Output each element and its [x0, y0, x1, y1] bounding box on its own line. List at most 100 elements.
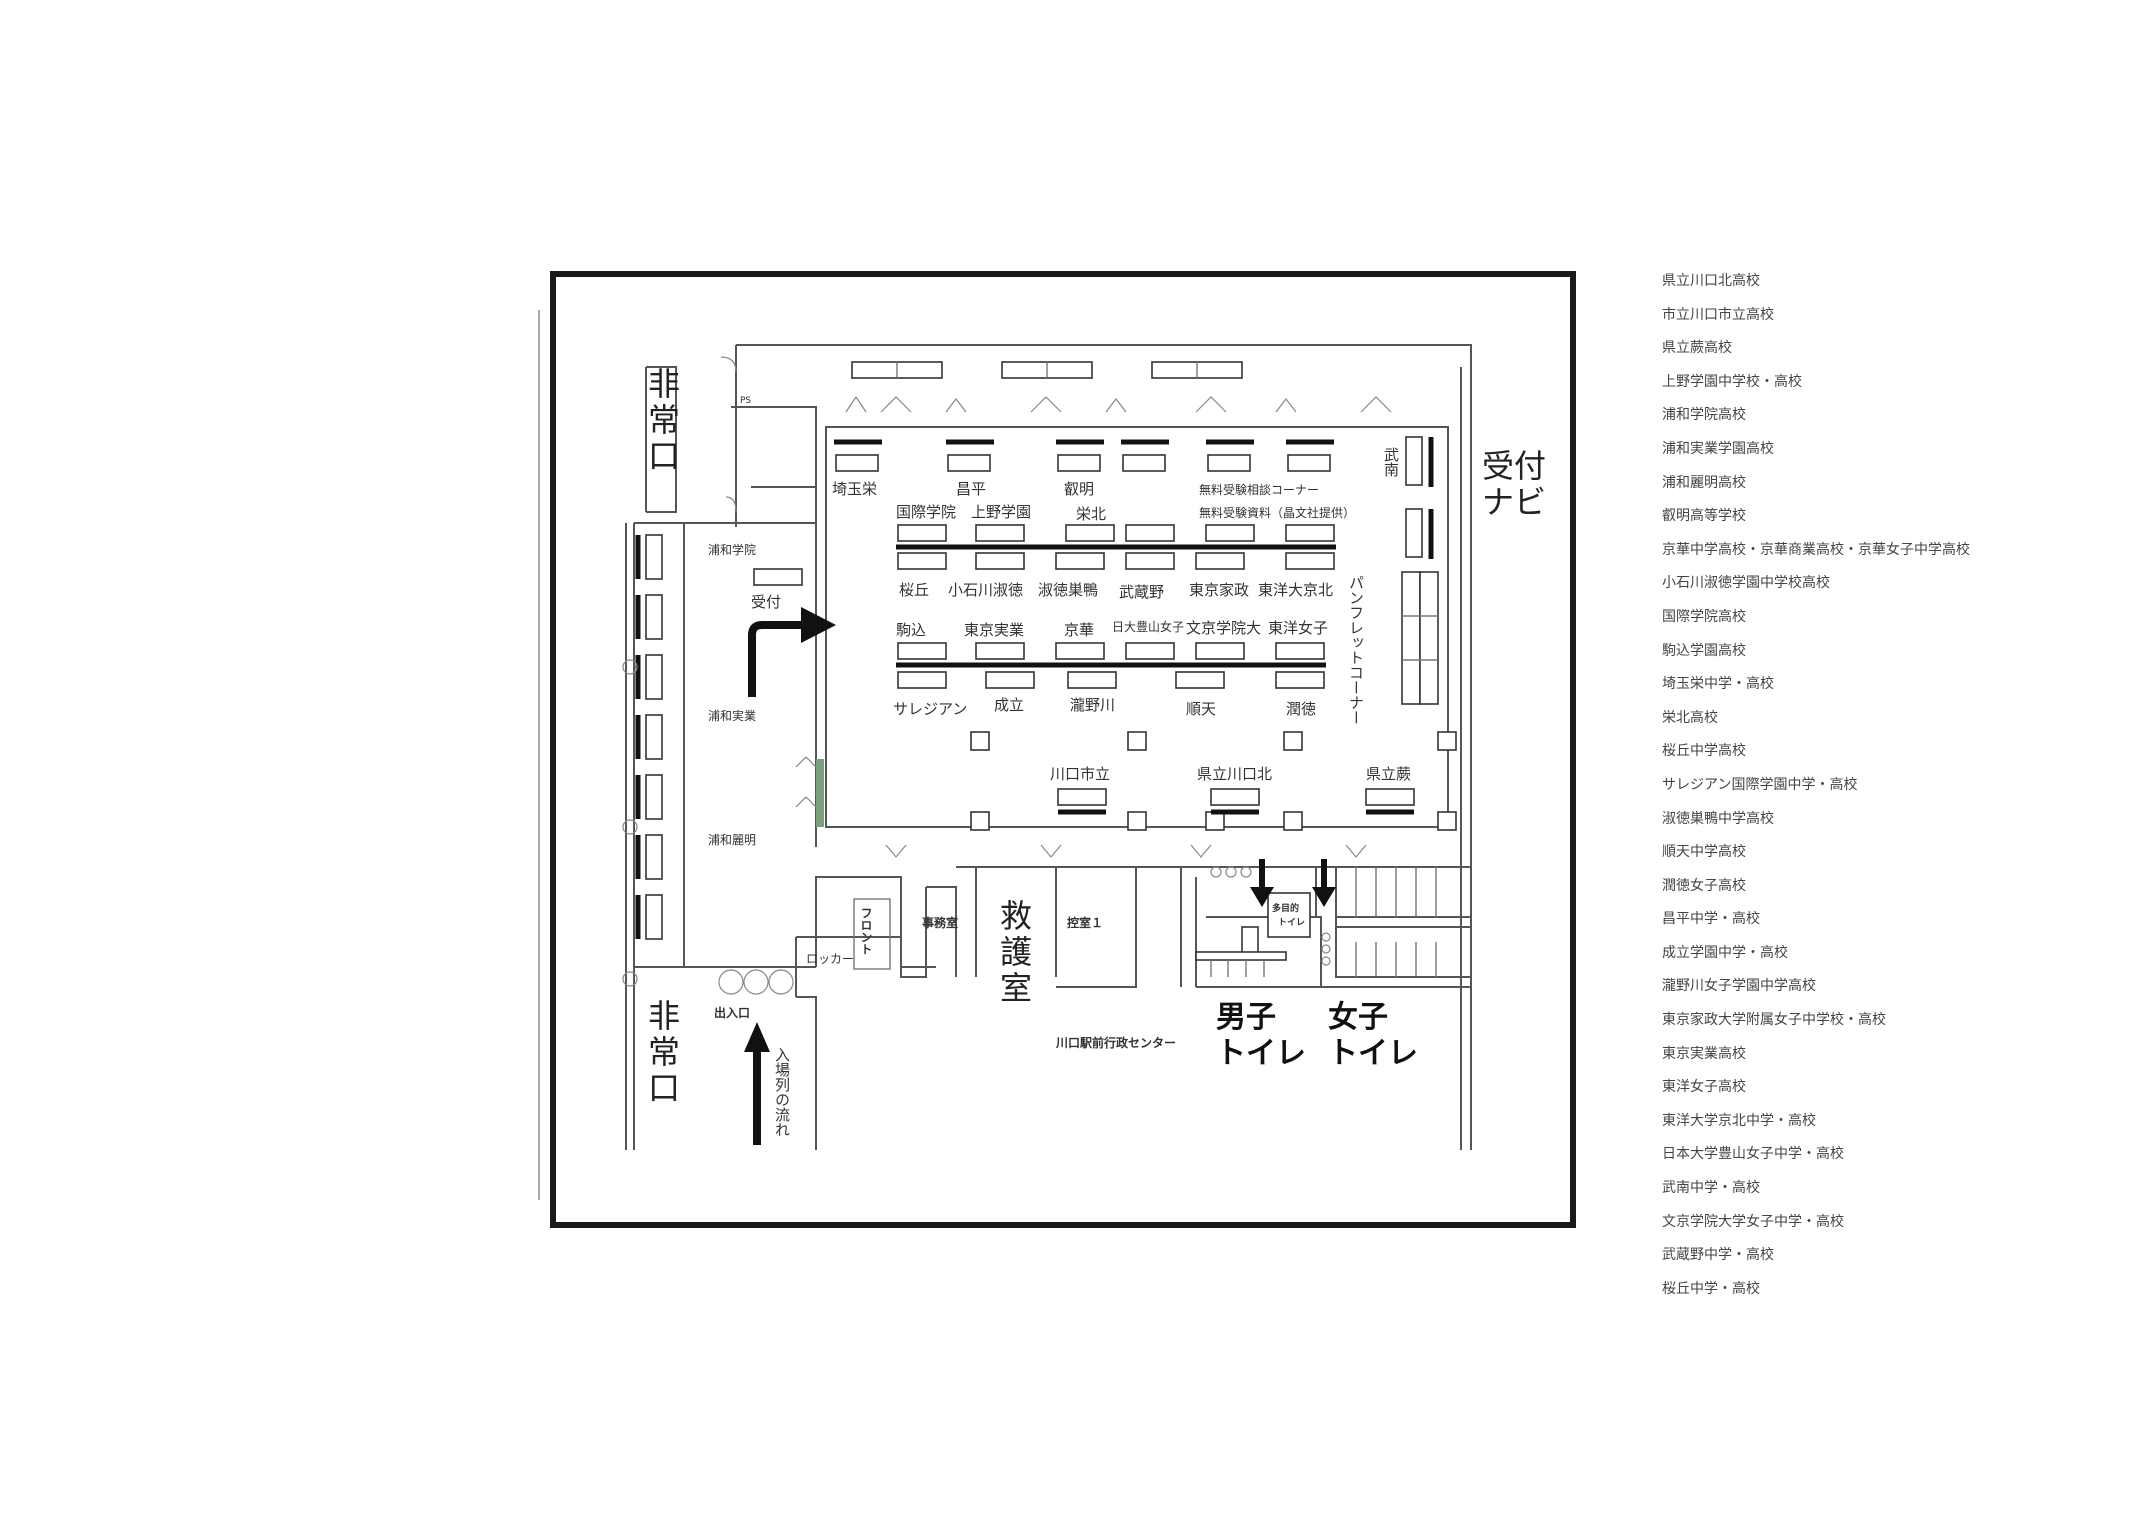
booth-komagome: 駒込 — [896, 621, 926, 639]
school-list-item: 県立蕨高校 — [1662, 340, 1732, 357]
multipurpose-toilet-line-2: トイレ — [1278, 917, 1305, 928]
school-list-item: 埼玉栄中学・高校 — [1662, 676, 1774, 693]
school-list-item: 桜丘中学高校 — [1662, 743, 1746, 760]
multipurpose-toilet-line-1: 多目的 — [1272, 902, 1299, 914]
emergency-exit-top-line-3: 口 — [648, 437, 680, 475]
school-list-item: 京華中学高校・京華商業高校・京華女子中学高校 — [1662, 541, 1970, 558]
floor-map-drawing: PS 埼玉栄 昌 — [622, 344, 1546, 1150]
first-aid-line-2: 護 — [1000, 933, 1032, 971]
school-list-item: 淑徳巣鴨中学高校 — [1662, 810, 1774, 827]
office-room: 事務室 — [922, 915, 958, 930]
left-corridor-tables — [622, 534, 663, 987]
booth-toyo-joshi: 東洋女子 — [1268, 619, 1328, 637]
school-list-item: 武南中学・高校 — [1662, 1180, 1760, 1197]
school-list-item: 栄北高校 — [1662, 709, 1718, 726]
booth-junten: 順天 — [1186, 700, 1216, 718]
pamphlet-corner: パンフレットコーナー — [1347, 575, 1365, 725]
first-aid-line-3: 室 — [1000, 969, 1032, 1007]
school-list-item: 浦和実業学園高校 — [1662, 440, 1774, 457]
womens-toilet-line-1: 女子 — [1328, 1000, 1388, 1035]
booth-seiritsu: 成立 — [994, 696, 1024, 714]
booth-tokyo-jitsugyo: 東京実業 — [964, 621, 1024, 639]
locker-room: ロッカー — [806, 952, 854, 966]
school-list-item: 上野学園中学校・高校 — [1662, 373, 1802, 390]
outer-margin-line — [538, 310, 540, 1200]
booth-eihoku: 栄北 — [1076, 505, 1106, 523]
toilet-arrow-left-head — [1250, 887, 1274, 907]
school-list-item: 国際学院高校 — [1662, 608, 1746, 625]
reception-desk — [753, 568, 803, 586]
school-list-item: 東京実業高校 — [1662, 1045, 1746, 1062]
mens-toilet-line-2: トイレ — [1216, 1036, 1306, 1071]
admin-center: 川口駅前行政センター — [1055, 1035, 1176, 1050]
windows: PS — [740, 361, 1243, 406]
school-list-item: 駒込学園高校 — [1662, 642, 1746, 659]
school-list-item: 桜丘中学・高校 — [1662, 1280, 1760, 1297]
booth-sakuragaoka: 桜丘 — [899, 581, 929, 599]
school-list: 県立川口北高校市立川口市立高校県立蕨高校上野学園中学校・高校浦和学院高校浦和実業… — [1662, 265, 1970, 1306]
school-list-item: 日本大学豊山女子中学・高校 — [1662, 1146, 1844, 1163]
queue-flow-arrowhead — [744, 1022, 770, 1052]
right-side-tables — [1401, 436, 1439, 705]
school-list-item: 東洋大学京北中学・高校 — [1662, 1112, 1816, 1129]
reception-label: 受付 — [751, 593, 781, 611]
booth-takinogawa: 瀧野川 — [1070, 696, 1115, 714]
booth-musashino: 武蔵野 — [1119, 583, 1164, 601]
booth-kawaguchi-shiritsu: 川口市立 — [1050, 765, 1110, 783]
booth-urawa-reimei: 浦和麗明 — [708, 833, 756, 847]
booth-ueno-gakuen: 上野学園 — [971, 503, 1031, 521]
mens-toilet-line-1: 男子 — [1216, 1000, 1276, 1035]
waiting-room: 控室１ — [1067, 915, 1103, 930]
front-desk: フロント — [859, 907, 873, 955]
school-list-item: 潤徳女子高校 — [1662, 877, 1746, 894]
booth-row-3 — [896, 642, 1326, 689]
toilet-arrow-right-head — [1312, 887, 1336, 907]
booth-eimei: 叡明 — [1064, 480, 1094, 498]
floor-map: PS 埼玉栄 昌 — [550, 271, 1576, 1228]
booth-koishikawa-shukutoku: 小石川淑徳 — [948, 581, 1023, 599]
emergency-exit-top-line-1: 非 — [648, 365, 680, 403]
reception-navi-line-2: ナビ — [1482, 483, 1546, 521]
entry-route-arrowhead — [801, 607, 836, 643]
booth-nichidai-buzan: 日大豊山女子 — [1112, 619, 1184, 634]
booth-juntoku: 潤徳 — [1286, 700, 1316, 718]
womens-toilet-line-2: トイレ — [1328, 1036, 1418, 1071]
pillars — [970, 731, 1457, 831]
booth-tokyo-kasei: 東京家政 — [1189, 581, 1249, 599]
booth-row-2 — [896, 524, 1336, 570]
emergency-exit-bottom-line-3: 口 — [648, 1069, 680, 1107]
entrance-label: 出入口 — [714, 1005, 750, 1020]
booth-urawa-gakuin: 浦和学院 — [708, 542, 756, 557]
booth-keika: 京華 — [1064, 621, 1094, 639]
booth-kokusai-gakuin: 国際学院 — [896, 503, 956, 521]
booth-kenritsu-warabi: 県立蕨 — [1366, 765, 1411, 783]
school-list-item: 県立川口北高校 — [1662, 273, 1760, 289]
school-list-item: 市立川口市立高校 — [1662, 306, 1774, 323]
school-list-item: 叡明高等学校 — [1662, 508, 1746, 525]
first-aid-line-1: 救 — [1000, 897, 1032, 935]
doors — [718, 356, 1392, 995]
emergency-exit-bottom-line-2: 常 — [648, 1033, 680, 1071]
booth-kenritsu-kawaguchi-kita: 県立川口北 — [1197, 765, 1272, 783]
queue-flow-label: 入場列の流れ — [773, 1047, 791, 1137]
school-list-item: 小石川淑徳学園中学校高校 — [1662, 575, 1830, 592]
school-list-item: 浦和麗明高校 — [1662, 474, 1746, 491]
green-door — [816, 759, 824, 827]
emergency-exit-bottom-line-1: 非 — [648, 997, 680, 1035]
school-list-item: 順天中学高校 — [1662, 844, 1746, 861]
emergency-exit-top-line-2: 常 — [648, 401, 680, 439]
ps-label: PS — [740, 396, 751, 406]
school-list-item: 東洋女子高校 — [1662, 1079, 1746, 1096]
booth-urawa-jitsugyo: 浦和実業 — [708, 708, 756, 723]
reception-navi-line-1: 受付 — [1482, 447, 1546, 485]
booth-saitama-sakae: 埼玉栄 — [832, 480, 877, 498]
school-list-item: 文京学院大学女子中学・高校 — [1662, 1213, 1844, 1230]
booth-free-materials: 無料受験資料（晶文社提供） — [1199, 505, 1355, 520]
booth-shohei: 昌平 — [956, 480, 986, 498]
booth-toyo-keihoku: 東洋大京北 — [1258, 581, 1333, 599]
school-list-item: 瀧野川女子学園中学高校 — [1662, 978, 1816, 995]
booth-row-4 — [1057, 788, 1415, 815]
school-list-item: 成立学園中学・高校 — [1662, 944, 1788, 961]
booth-bunan: 武南 — [1382, 447, 1400, 477]
school-list-item: 武蔵野中学・高校 — [1662, 1247, 1774, 1264]
